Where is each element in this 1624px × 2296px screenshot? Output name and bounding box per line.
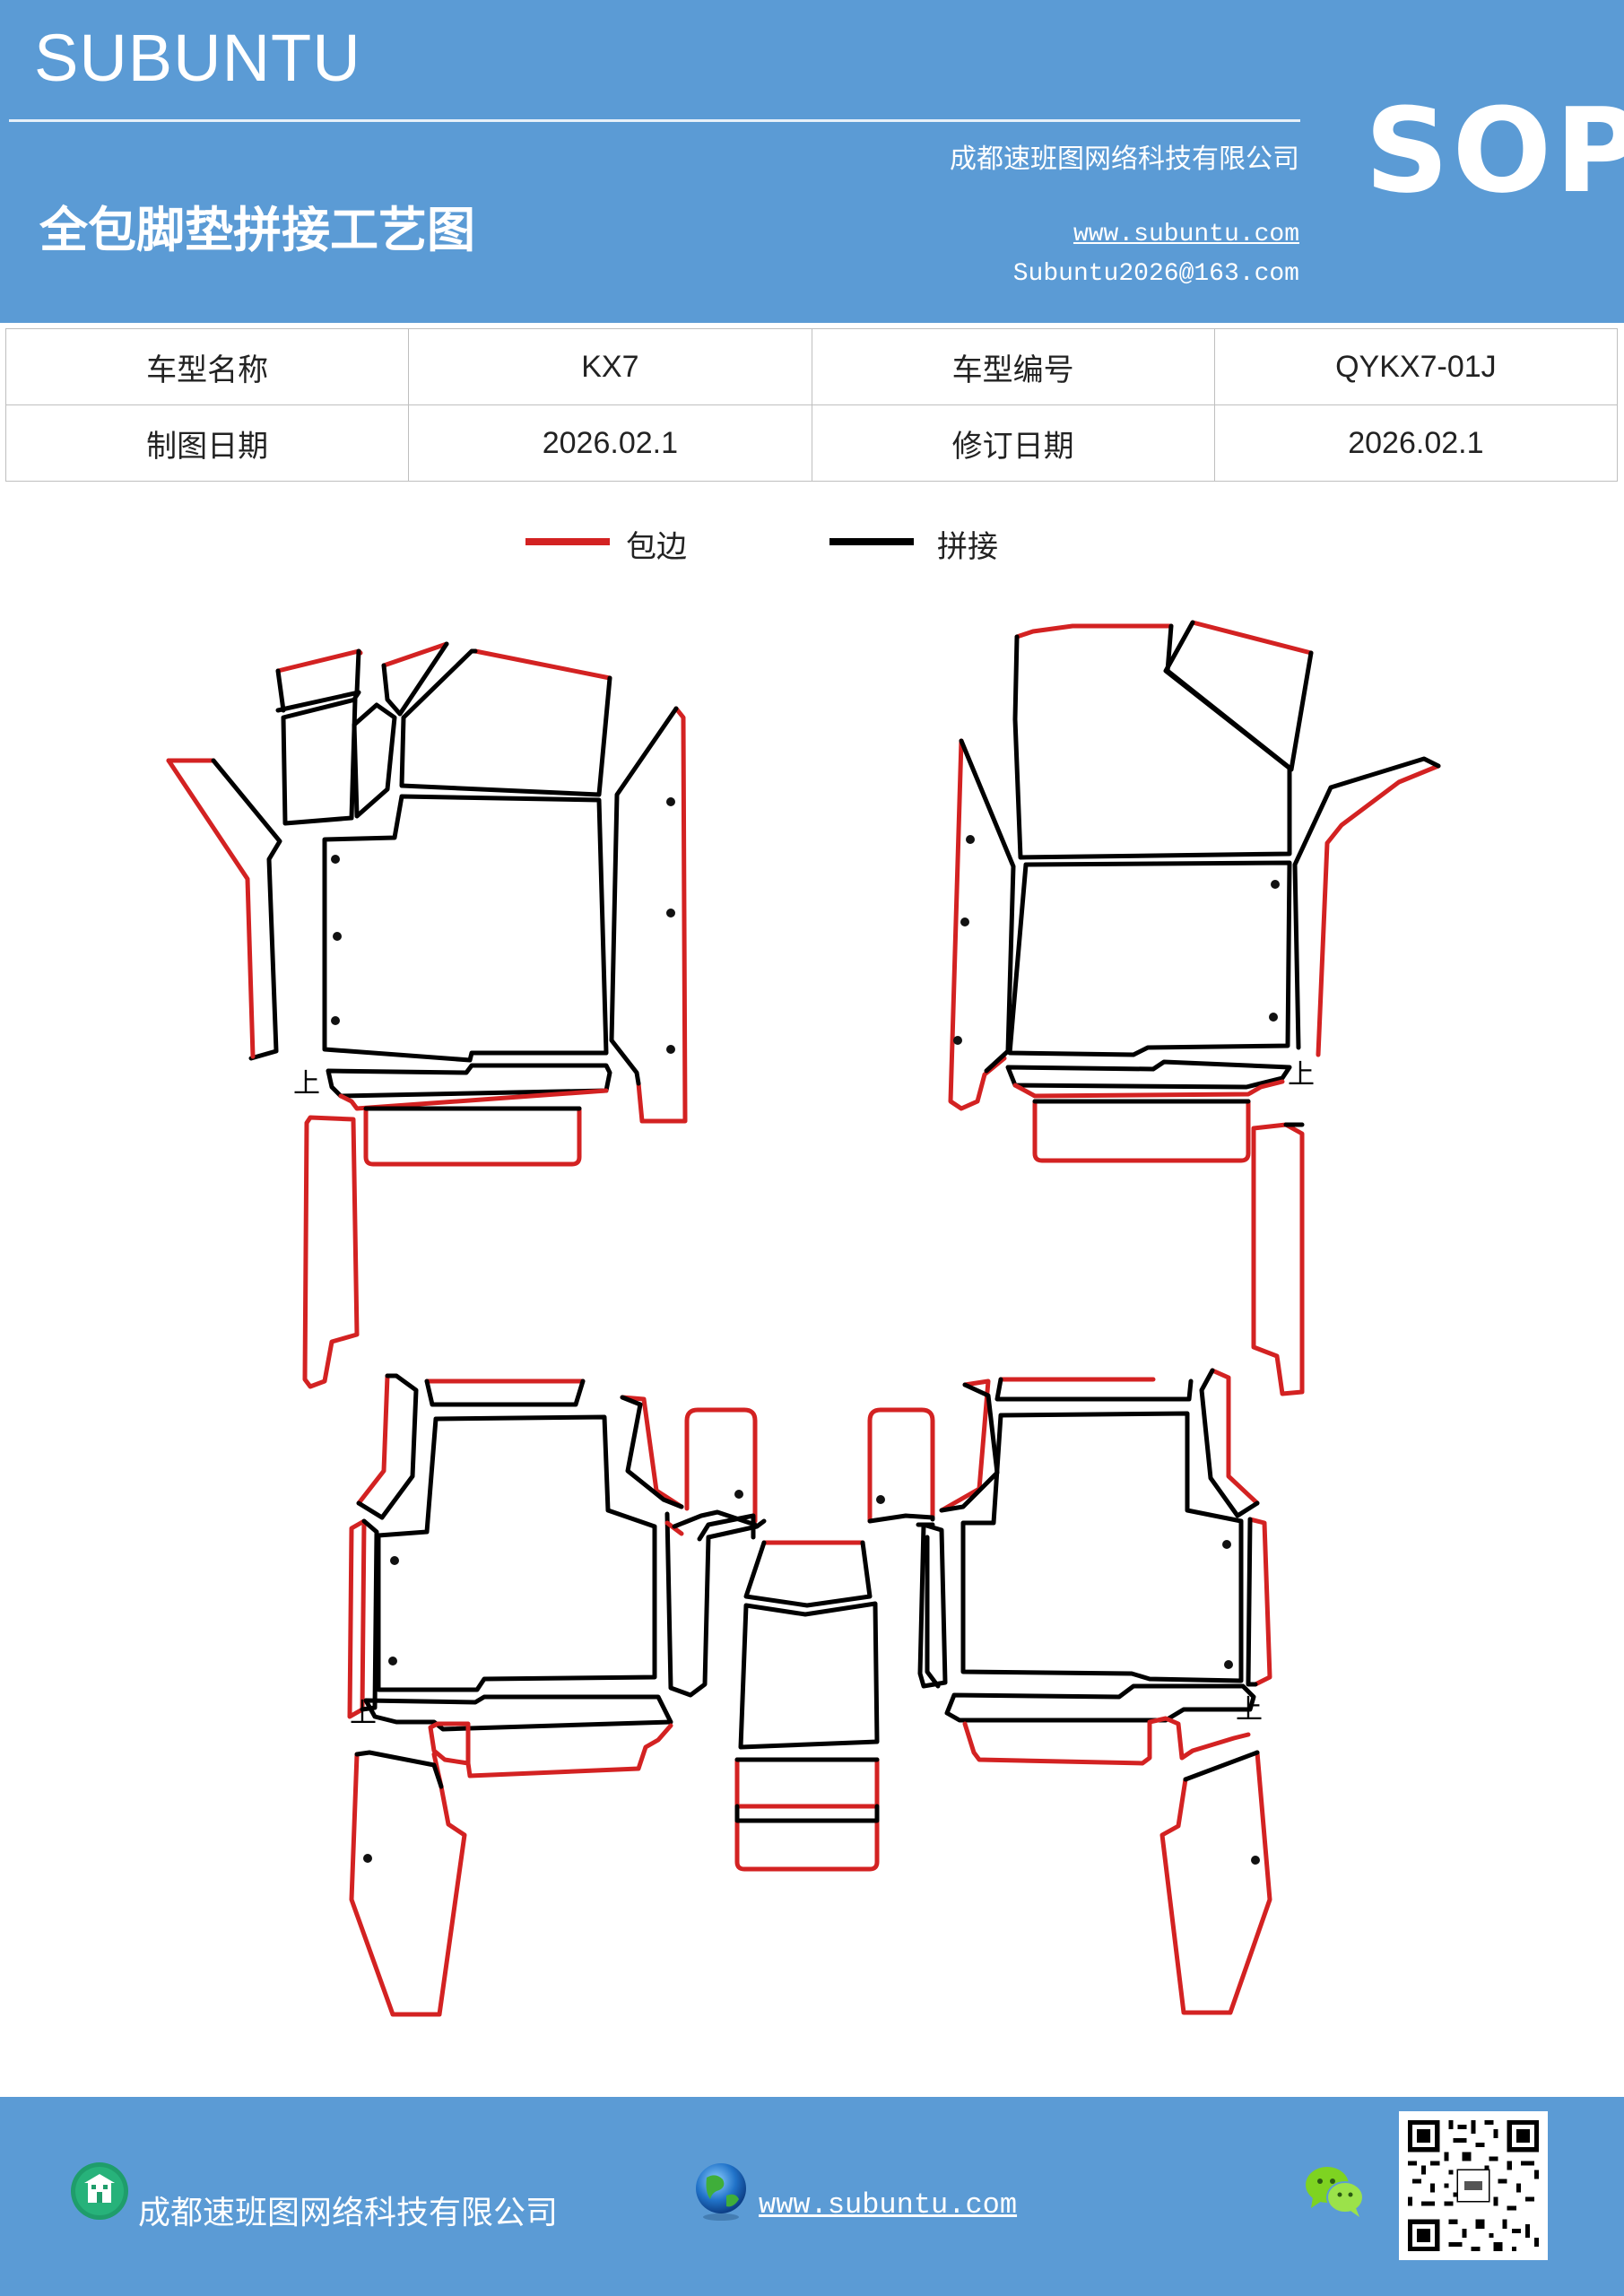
up-marker: 上	[1288, 1059, 1315, 1091]
footer-banner: 成都速班图网络科技有限公司 www.subuntu.com	[0, 2097, 1624, 2296]
floor-mat-diagram: 上 上	[166, 620, 1441, 2017]
header-divider	[9, 119, 1300, 122]
legend-binding: 包边	[525, 522, 741, 576]
footer-website-link[interactable]: www.subuntu.com	[759, 2188, 1018, 2222]
up-marker: 上	[1236, 1694, 1263, 1726]
center-hump-group	[672, 1407, 941, 1872]
qr-code[interactable]	[1399, 2111, 1548, 2260]
model-name-value: KX7	[408, 328, 812, 405]
footer-company: 成都速班图网络科技有限公司	[138, 2195, 559, 2231]
wechat-icon[interactable]	[1304, 2163, 1367, 2219]
rear-right-mat-group: 上	[917, 1368, 1272, 2015]
rear-left-mat-group: 上	[347, 1373, 767, 2017]
legend-splice-label: 拼接	[937, 529, 998, 565]
vehicle-info-table: 车型名称 KX7 车型编号 QYKX7-01J 制图日期 2026.02.1 修…	[4, 328, 1619, 482]
revision-date-label: 修订日期	[811, 404, 1215, 482]
header-email[interactable]: Subuntu2026@163.com	[1012, 260, 1299, 288]
header-company: 成都速班图网络科技有限公司	[950, 144, 1299, 175]
sop-badge: SOP	[1365, 83, 1624, 219]
legend-red-swatch	[525, 538, 610, 545]
table-row: 制图日期 2026.02.1 修订日期 2026.02.1	[4, 404, 1619, 482]
model-code-value: QYKX7-01J	[1213, 328, 1619, 405]
legend-splice: 拼接	[829, 522, 1045, 576]
legend-black-swatch	[829, 538, 914, 545]
table-row: 车型名称 KX7 车型编号 QYKX7-01J	[4, 328, 1619, 405]
header-website-link[interactable]: www.subuntu.com	[1073, 221, 1299, 248]
model-code-label: 车型编号	[811, 328, 1215, 405]
drawing-date-value: 2026.02.1	[408, 404, 812, 482]
building-icon	[71, 2162, 128, 2220]
front-right-mat-group: 上	[948, 620, 1441, 1396]
revision-date-value: 2026.02.1	[1213, 404, 1619, 482]
globe-icon	[696, 2163, 746, 2221]
drawing-date-label: 制图日期	[4, 404, 410, 482]
up-marker: 上	[293, 1068, 320, 1100]
front-left-mat-group: 上	[166, 641, 688, 1389]
model-name-label: 车型名称	[4, 328, 410, 405]
brand-name: SUBUNTU	[34, 21, 361, 95]
document-title: 全包脚垫拼接工艺图	[39, 201, 475, 258]
qr-code-image	[1399, 2111, 1548, 2260]
legend-binding-label: 包边	[626, 529, 687, 565]
header-banner: SUBUNTU 全包脚垫拼接工艺图 成都速班图网络科技有限公司 www.subu…	[0, 0, 1624, 323]
up-marker: 上	[350, 1698, 377, 1729]
